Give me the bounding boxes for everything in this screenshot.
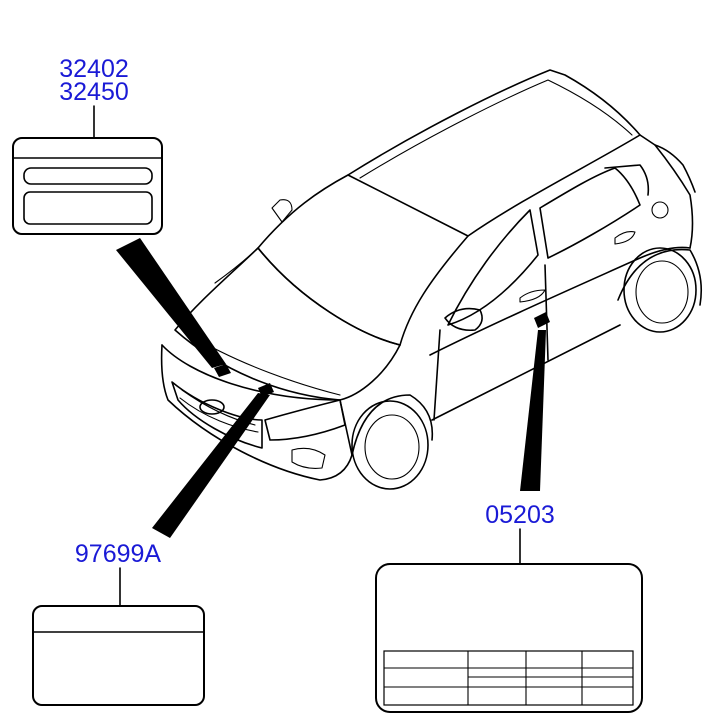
front-label-box [32, 605, 205, 706]
leader-arrows [116, 238, 550, 538]
callout-door-label: 05203 [375, 501, 643, 713]
door-label-table [383, 650, 634, 706]
leader-front-label [152, 393, 270, 538]
door-label-box [375, 563, 643, 713]
leader-hood-label [116, 238, 226, 368]
part-number-hood-2[interactable]: 32450 [59, 78, 129, 106]
callout-front-label: 97699A [32, 540, 205, 706]
part-number-door[interactable]: 05203 [485, 501, 555, 529]
hood-label-marker [214, 364, 231, 377]
part-number-hood-1[interactable]: 32402 [59, 55, 129, 83]
callout-hood-label: 32402 32450 [12, 55, 163, 235]
door-label-marker [534, 312, 550, 328]
front-label-marker [258, 383, 274, 397]
leader-door-label [520, 330, 546, 491]
part-number-front[interactable]: 97699A [75, 540, 162, 568]
